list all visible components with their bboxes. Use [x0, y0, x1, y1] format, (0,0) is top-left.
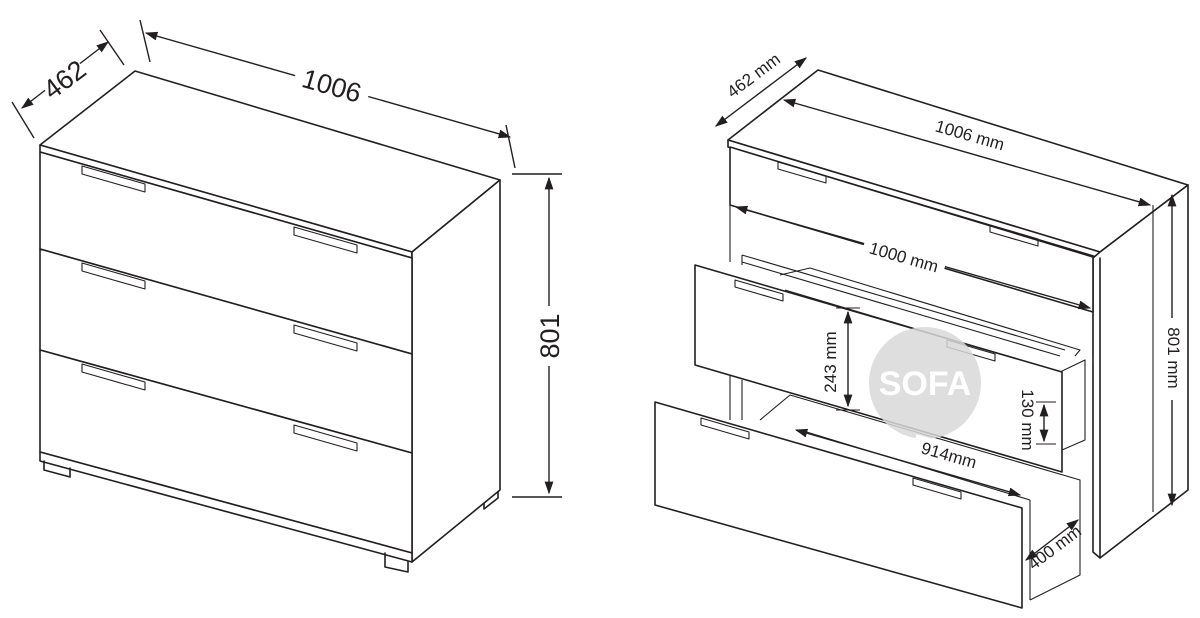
- dim-drawer-depth: 400 mm: [1024, 519, 1085, 574]
- open-chest-drawing: SOFA 462 mm 1006 mm 1000 mm 243 mm: [654, 50, 1189, 609]
- chest-foot-left: [43, 460, 71, 478]
- height-label-mm: 801 mm: [1164, 327, 1183, 388]
- sofa-watermark-logo: SOFA: [869, 327, 981, 439]
- drawer-handles: [81, 165, 358, 452]
- dim-drawer-height: 243 mm: [821, 307, 860, 411]
- drawer-depth-label: 400 mm: [1024, 522, 1084, 574]
- side-height-label: 130 mm: [1018, 389, 1037, 450]
- dim-height-right: 801 mm: [1163, 193, 1185, 507]
- closed-chest-drawing: 462 1006 801: [11, 19, 566, 573]
- dim-height-left: 801: [512, 173, 566, 498]
- chest-plinth: [39, 451, 413, 563]
- drawer-height-label: 243 mm: [821, 331, 840, 392]
- dim-side-height: 130 mm: [1018, 389, 1056, 451]
- carcass-right-side: [1092, 184, 1189, 559]
- width-label: 1006: [299, 63, 365, 108]
- height-label: 801: [535, 313, 565, 358]
- depth-label: 462: [38, 54, 92, 105]
- watermark-text: SOFA: [879, 365, 972, 403]
- depth-label-mm: 462 mm: [723, 50, 783, 102]
- chest-foot-right: [384, 552, 409, 573]
- chest-foot-back: [483, 491, 499, 510]
